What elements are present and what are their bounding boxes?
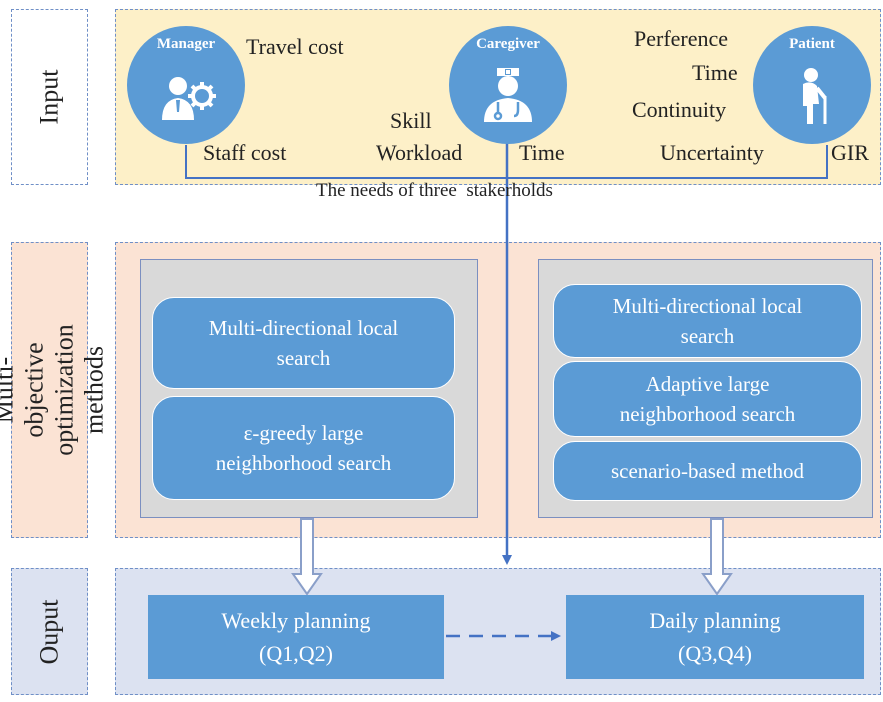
need-gir: GIR [831,140,869,165]
doctor-icon [484,68,532,122]
manager-gear-icon [162,77,216,120]
needs-caption: The needs of three stakerholds [316,180,553,201]
need-perference: Perference [634,26,729,51]
need-time-patient: Time [692,60,738,85]
output-label-box [11,568,88,695]
methods-label-box [11,242,88,538]
left-method-mdls: Multi-directional local search [152,297,455,389]
weekly-planning-box: Weekly planning (Q1,Q2) [148,595,444,679]
need-staff-cost: Staff cost [203,140,287,165]
manager-title: Manager [156,36,216,52]
caregiver-title: Caregiver [476,36,540,52]
input-label-box [11,9,88,185]
manager-circle: Manager [127,26,245,144]
need-skill: Skill [390,108,432,133]
need-travel-cost: Travel cost [246,34,344,59]
right-method-scenario: scenario-based method [553,441,862,501]
right-method-mdls: Multi-directional local search [553,284,862,358]
caregiver-circle: Caregiver [449,26,567,144]
need-continuity: Continuity [632,97,727,122]
daily-planning-box: Daily planning (Q3,Q4) [566,595,864,679]
left-method-egreedy: ε-greedy large neighborhood search [152,396,455,500]
patient-circle: Patient [753,26,871,144]
need-time-caregiver: Time [519,140,565,165]
patient-title: Patient [789,36,835,52]
right-method-alns: Adaptive large neighborhood search [553,361,862,437]
need-workload: Workload [376,140,463,165]
need-uncertainty: Uncertainty [660,140,764,165]
elderly-person-icon [803,68,827,124]
